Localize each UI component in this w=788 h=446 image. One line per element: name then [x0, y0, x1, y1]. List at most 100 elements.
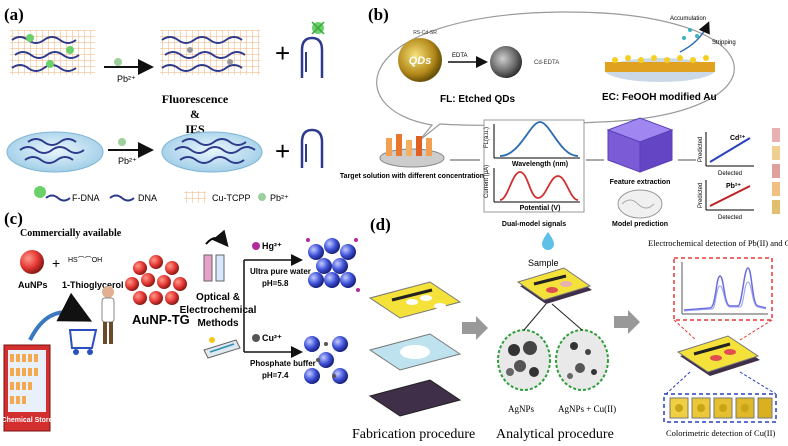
- thioglycerol-label: 1-Thioglycerol: [62, 280, 124, 290]
- feature-extraction-label: Feature extraction: [610, 179, 671, 186]
- layer-top: [368, 281, 462, 319]
- pb-prediction-plot: [705, 177, 754, 211]
- agnps-cu-micrograph: [555, 329, 609, 391]
- pb-arrow-label-bottom: Pb²⁺: [118, 156, 137, 166]
- pb-label: Pb²⁺: [726, 183, 741, 190]
- thioglycerol-structure-icon: HS⌒⌒OH: [68, 256, 102, 264]
- shopping-cart-icon: [68, 329, 98, 355]
- cu-ion-icon: [252, 334, 260, 342]
- commercially-label: Commercially available: [20, 228, 122, 239]
- legend-pb: Pb²⁺: [270, 193, 289, 203]
- hg-ion-icon: [252, 242, 260, 250]
- brain-icon: [617, 189, 663, 219]
- dual-signal-box: [483, 119, 585, 213]
- target-solution-label: Target solution with different concentra…: [340, 173, 484, 180]
- accumulation-label: Accumulation: [670, 16, 706, 22]
- feature-cube: [606, 117, 674, 173]
- chemical-store-text: Chemical Store: [2, 417, 53, 424]
- disk-left: [6, 131, 104, 173]
- analytical-device: [516, 267, 592, 304]
- panel-d-label: (d): [370, 215, 391, 234]
- plus-c: +: [52, 255, 60, 271]
- agnps-cu-label: AgNPs + Cu(II): [558, 404, 616, 414]
- pb-ion-icon: [114, 58, 122, 66]
- fluorescence-label: Fluorescence: [162, 92, 229, 106]
- dual-signals-label: Dual-model signals: [502, 221, 566, 228]
- pb-arrow-label-top: Pb²⁺: [117, 74, 136, 84]
- panel-b: (b) QDs RS-Cd-SR EDTA Cd-EDTA FL: Etched…: [340, 5, 780, 228]
- colorimetric-strip: [663, 393, 777, 423]
- chemical-store-label: Chemical Store: [2, 417, 53, 424]
- analytical-label: Analytical procedure: [496, 427, 614, 442]
- aggregate-hg: [306, 238, 360, 292]
- rs-cd-label: RS-Cd-SR: [413, 30, 437, 36]
- detected-label-2: Detected: [718, 215, 742, 221]
- methods-label: Methods: [197, 318, 239, 329]
- stripping-label: Stripping: [712, 40, 736, 46]
- pointer-line-1: [523, 303, 547, 331]
- qd-particle: QDs: [398, 38, 442, 82]
- agnps-micrograph: [497, 329, 551, 391]
- phosphate-label: Phosphate buffer: [250, 359, 316, 368]
- aunp-tg-label: AuNP-TG: [132, 312, 190, 327]
- aunp-ball: [20, 250, 44, 274]
- plus-sign-bottom: +: [275, 136, 290, 166]
- panel-b-label: (b): [368, 5, 389, 24]
- blue-dash-right: [739, 371, 777, 395]
- predicted-label-1: Predicted: [698, 137, 704, 162]
- cd-prediction-plot: [705, 132, 754, 167]
- disk-right: [161, 131, 263, 173]
- ultra-pure-label: Ultra pure water: [250, 267, 311, 276]
- panel-a-legend: F-DNA DNA Cu-TCPP Pb²⁺: [34, 186, 289, 203]
- fl-caption: FL: Etched QDs: [440, 94, 515, 105]
- g-quadruplex-icon-bottom: [300, 128, 324, 168]
- panel-c: (c) Commercially available + HS⌒⌒OH AuNP…: [2, 209, 360, 432]
- vial-column: [772, 128, 780, 214]
- ec-caption: EC: FeOOH modified Au: [602, 92, 717, 103]
- gray-arrow-1: [462, 316, 488, 340]
- curved-arrow-c: [28, 292, 93, 341]
- wavelength-label: Wavelength (nm): [512, 161, 568, 168]
- current-label: Current (μA): [484, 165, 490, 198]
- dash-line-right: [739, 319, 773, 341]
- plus-sign-top: +: [275, 38, 290, 68]
- g-quadruplex-icon-top: [300, 21, 325, 78]
- panel-a: (a) Pb²⁺ + Fluo: [4, 5, 325, 203]
- dash-line-left: [673, 319, 697, 341]
- layer-bottom: [368, 379, 462, 417]
- gray-arrow-2: [614, 310, 640, 334]
- ph-74-label: pH=7.4: [262, 371, 289, 380]
- qd-label: QDs: [409, 55, 432, 67]
- edta-label: EDTA: [452, 53, 468, 59]
- legend-dna: DNA: [138, 193, 157, 203]
- shopper-icon: [101, 286, 115, 344]
- etched-qd: [490, 46, 522, 78]
- sample-drop-icon: [542, 232, 554, 250]
- chemical-store-icon: [3, 344, 51, 432]
- aunps-label: AuNPs: [18, 280, 48, 290]
- feooh-electrode: [605, 21, 715, 82]
- electrochemical-label: Electrochemical: [180, 305, 257, 316]
- cd-label: Cd²⁺: [730, 135, 746, 142]
- voltammogram-box: [673, 257, 773, 321]
- legend-cu-tcpp: Cu-TCPP: [212, 193, 251, 203]
- cu-tcpp-grid-top-left: [10, 30, 95, 75]
- ph-58-label: pH=5.8: [262, 279, 289, 288]
- hg-label: Hg²⁺: [262, 241, 282, 251]
- panel-d: (d) Fabrication procedure Sample: [352, 215, 788, 442]
- fl-axis-label: FL(a.u.): [484, 127, 490, 148]
- final-device: [676, 335, 760, 376]
- panel-c-label: (c): [4, 209, 23, 228]
- aggregate-cu: [304, 336, 348, 384]
- cuvette-icon: [203, 229, 229, 282]
- cu-tcpp-grid-top-right: [160, 30, 260, 75]
- fabrication-label: Fabrication procedure: [352, 427, 475, 442]
- cu-label: Cu²⁺: [262, 333, 282, 343]
- colorimetric-label: Colorimetric detection of Cu(II): [666, 428, 775, 438]
- predicted-label-2: Predicted: [698, 183, 704, 208]
- tube-rack: [379, 134, 445, 168]
- optical-label: Optical &: [196, 292, 240, 303]
- detected-label-1: Detected: [718, 171, 742, 177]
- layer-middle: [368, 333, 462, 371]
